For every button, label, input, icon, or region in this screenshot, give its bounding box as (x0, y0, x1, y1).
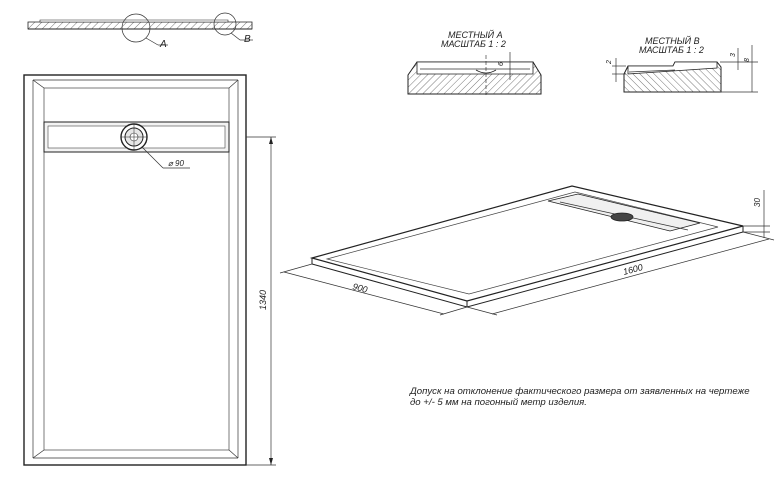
section-b-scale: МАСШТАБ 1 : 2 (639, 45, 704, 55)
tolerance-note: Допуск на отклонение фактического размер… (410, 386, 750, 408)
drain-iso-icon (610, 212, 634, 222)
section-b-title: МЕСТНЫЙ В (645, 35, 700, 46)
callout-b-label: B (244, 34, 251, 45)
callout-circle-b (213, 12, 237, 36)
drain-diameter-label: ⌀ 90 (168, 159, 184, 168)
plan-length-label: 1340 (258, 290, 268, 310)
plan-view: ⌀ 90 1340 (23, 74, 276, 466)
callout-circle-a (121, 13, 151, 43)
iso-width-label: 900 (351, 281, 368, 295)
cross-section-strip: A B (27, 12, 253, 50)
section-detail-a: МЕСТНЫЙ А МАСШТАБ 1 : 2 6 (407, 29, 542, 96)
isometric-view: 900 1600 30 (279, 185, 775, 316)
section-a-scale: МАСШТАБ 1 : 2 (441, 39, 506, 49)
section-detail-b: МЕСТНЫЙ В МАСШТАБ 1 : 2 2 3 8 (606, 35, 758, 93)
section-b-dimension-mid: 3 (730, 53, 737, 57)
section-a-dimension: 6 (498, 62, 505, 66)
drain-icon (120, 123, 148, 151)
section-b-dimension-right: 8 (744, 58, 751, 62)
callout-a-label: A (159, 39, 167, 50)
section-b-dimension-left: 2 (606, 60, 613, 65)
iso-height-label: 30 (753, 198, 762, 207)
section-a-title: МЕСТНЫЙ А (448, 29, 503, 40)
